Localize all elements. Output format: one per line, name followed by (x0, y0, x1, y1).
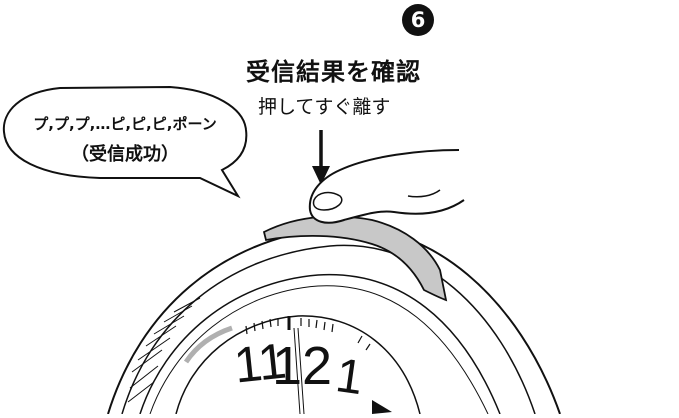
rim-hatching (127, 297, 201, 403)
minute-hand-2 (297, 327, 305, 415)
minute-ticks (245, 318, 371, 351)
clock-rim-2 (149, 285, 489, 415)
top-button (262, 215, 448, 302)
numeral-12: 12 (272, 336, 332, 396)
finger-icon (308, 149, 465, 224)
minute-hand (293, 327, 301, 415)
down-arrow-icon (312, 130, 330, 185)
fingernail (312, 191, 343, 211)
speech-bubble (2, 85, 248, 199)
speech-bubble-result: （受信成功） (71, 144, 179, 165)
step-title: 受信結果を確認 (246, 58, 421, 86)
step-instruction: 押してすぐ離す (258, 96, 391, 118)
clock-rim (139, 273, 501, 415)
finger-crease (407, 189, 441, 198)
step-number-badge: 6 (402, 4, 434, 36)
hour-hand (372, 400, 392, 414)
numeral-11: 11 (231, 332, 288, 393)
speech-bubble-sound: プ,プ,プ,…ピ,ピ,ピ,ポーン (33, 115, 217, 133)
second-hand (183, 325, 233, 364)
